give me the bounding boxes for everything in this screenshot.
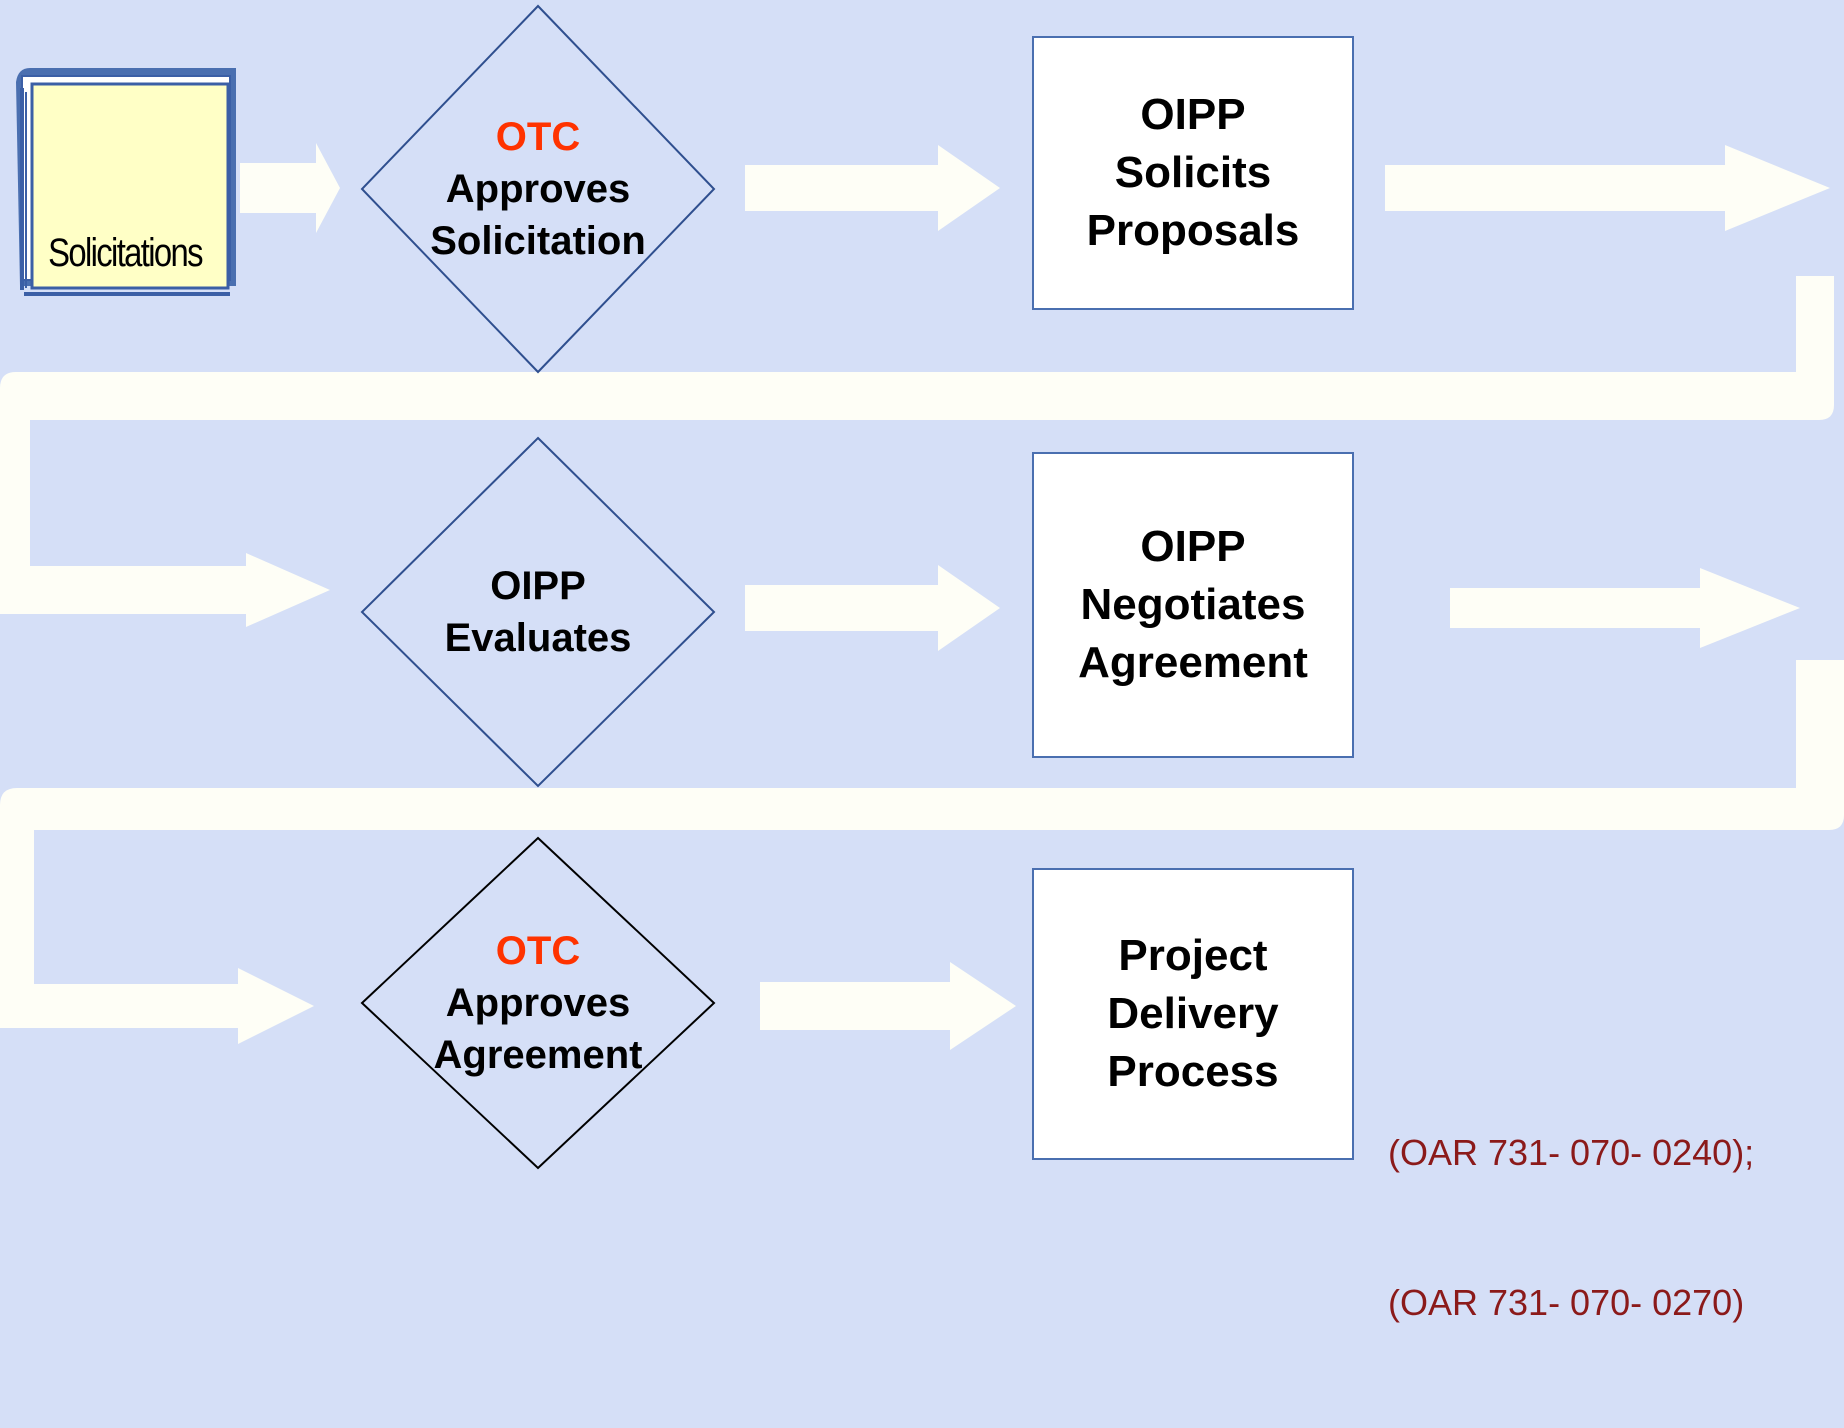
- arrow-otc-to-solicits: [745, 145, 1000, 231]
- decision-oipp-evaluates: OIPP Evaluates: [360, 436, 716, 788]
- arrow-solicits-right: [1385, 145, 1830, 231]
- arrow-book-to-otc: [240, 143, 340, 233]
- step-line: Evaluates: [444, 616, 632, 660]
- decision-otc-approves-agreement: OTC Approves Agreement: [360, 836, 716, 1170]
- book-icon: [16, 68, 236, 296]
- book-label: Solicitations: [48, 230, 203, 275]
- rule-citation: (OAR 731- 070- 0240); (OAR 731- 070- 027…: [1388, 1028, 1754, 1428]
- actor-label: OTC: [495, 115, 581, 159]
- step-line: Negotiates: [1080, 580, 1306, 629]
- step-project-delivery-process: Project Delivery Process: [1032, 868, 1354, 1160]
- step-line: Solicits: [1114, 148, 1272, 197]
- step-line: Delivery: [1107, 989, 1279, 1038]
- step-oipp-negotiates-agreement: OIPP Negotiates Agreement: [1032, 452, 1354, 758]
- step-line: Agreement: [1078, 638, 1308, 687]
- arrow-negotiates-right: [1450, 568, 1800, 648]
- decision-otc-approves-solicitation: OTC Approves Solicitation: [360, 4, 716, 374]
- arrow-evaluates-to-negotiates: [745, 565, 1000, 651]
- arrow-otc-to-delivery: [760, 962, 1016, 1050]
- step-line: OIPP: [1140, 90, 1246, 139]
- connector-row2-row3: [0, 660, 1844, 1044]
- step-line: Approves: [445, 167, 631, 211]
- flow-arrows: [0, 143, 1844, 1050]
- step-line: Process: [1107, 1047, 1279, 1096]
- step-line: Approves: [445, 981, 631, 1025]
- step-line: Solicitation: [430, 219, 646, 263]
- solicitations-book: Solicitations: [8, 68, 238, 313]
- citation-line: (OAR 731- 070- 0240);: [1388, 1132, 1755, 1173]
- step-line: Agreement: [433, 1033, 643, 1077]
- process-flow-diagram: Solicitations OTC Approves Solicitation …: [0, 4, 1844, 1323]
- step-oipp-solicits-proposals: OIPP Solicits Proposals: [1032, 36, 1354, 310]
- connector-row1-row2: [0, 276, 1834, 627]
- step-line: Proposals: [1086, 206, 1300, 255]
- actor-label: OTC: [495, 929, 581, 973]
- citation-line: (OAR 731- 070- 0270): [1388, 1282, 1745, 1323]
- step-line: OIPP: [490, 564, 586, 608]
- step-line: Project: [1118, 931, 1268, 980]
- step-line: OIPP: [1140, 522, 1246, 571]
